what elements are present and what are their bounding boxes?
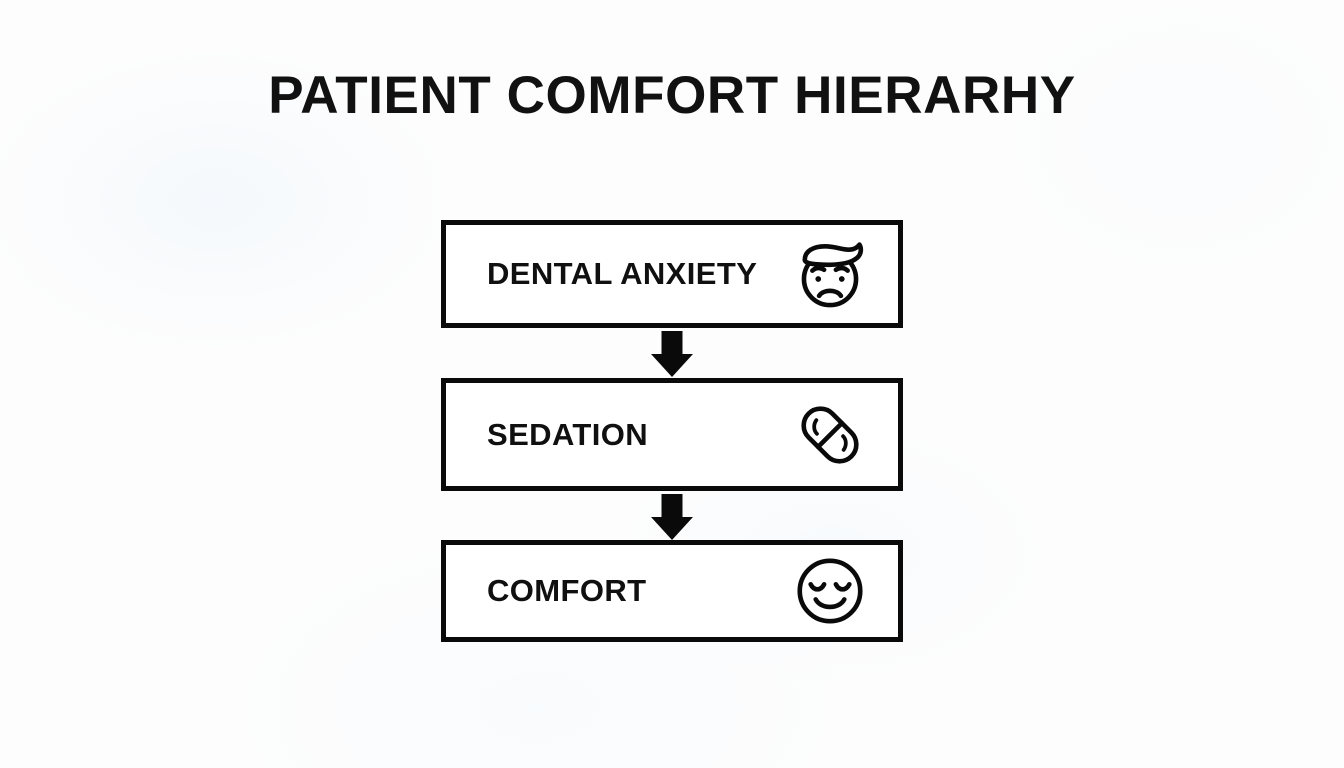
- anxious-face-icon: [788, 232, 872, 316]
- step-label-sedation: SEDATION: [487, 416, 649, 452]
- step-box-dental-anxiety[interactable]: DENTAL ANXIETY: [441, 220, 903, 328]
- step-box-comfort[interactable]: COMFORT: [441, 540, 903, 642]
- step-label-comfort: COMFORT: [487, 573, 647, 608]
- down-arrow-icon: [648, 330, 696, 378]
- page-title: PATIENT COMFORT HIERARHY: [268, 66, 1076, 125]
- relaxed-smiling-face-icon: [788, 549, 872, 633]
- down-arrow-icon: [648, 493, 696, 541]
- step-label-dental-anxiety: DENTAL ANXIETY: [487, 256, 758, 291]
- step-box-sedation[interactable]: SEDATION: [441, 378, 903, 491]
- pill-capsule-icon: [788, 393, 872, 477]
